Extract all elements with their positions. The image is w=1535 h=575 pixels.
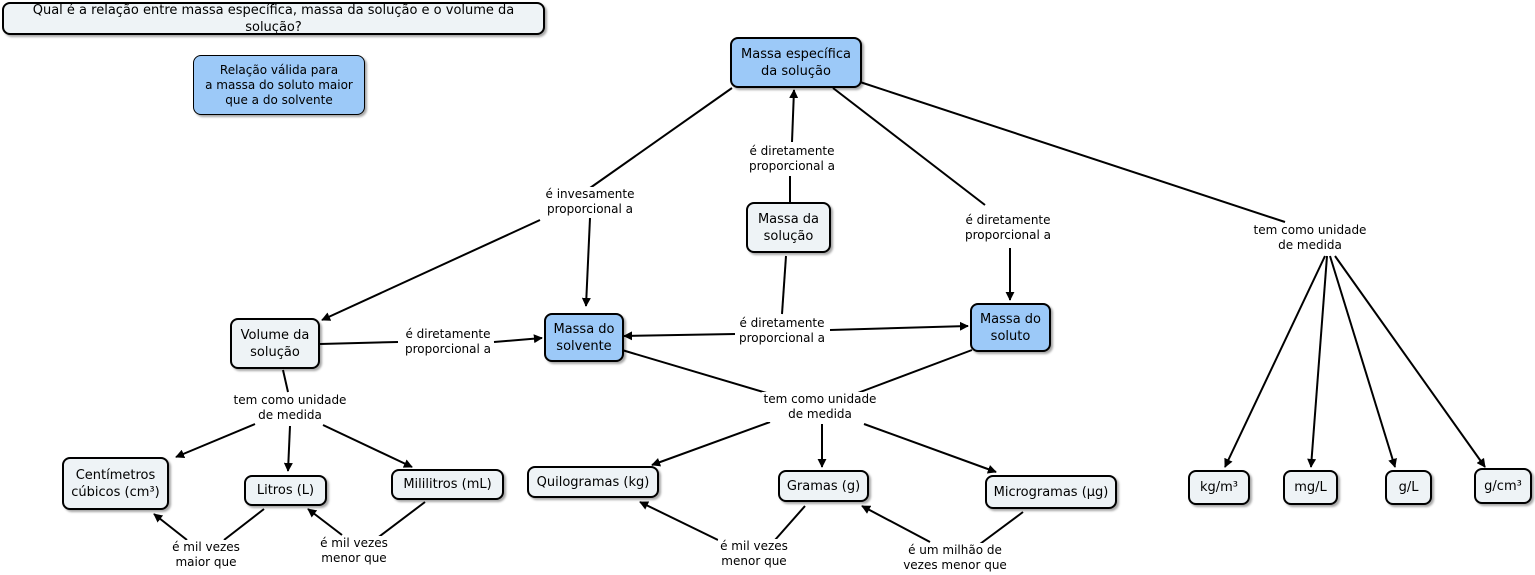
link-label-diretamente-massa-solucao: é diretamente proporcional a <box>747 144 837 174</box>
link-label-diretamente-solvente-soluto: é diretamente proporcional a <box>737 316 827 346</box>
link-line <box>223 508 265 541</box>
link-arrow <box>651 421 771 467</box>
link-line <box>621 349 771 395</box>
node-kg-m3[interactable]: kg/m³ <box>1188 470 1250 505</box>
node-label: Massa da solução <box>757 211 820 244</box>
link-arrow <box>1307 255 1328 468</box>
link-line <box>371 501 426 543</box>
link-line <box>979 511 1024 545</box>
link-arrow <box>493 334 543 344</box>
link-line <box>282 369 289 393</box>
question-box: Qual é a relação entre massa específica,… <box>2 2 545 35</box>
link-label-unidade-massa: tem como unidade de medida <box>761 392 879 422</box>
node-gramas[interactable]: Gramas (g) <box>778 470 869 502</box>
node-massa-solucao[interactable]: Massa da solução <box>746 202 831 253</box>
node-label: g/L <box>1398 480 1419 495</box>
link-arrow <box>283 425 293 472</box>
node-label: Gramas (g) <box>786 478 861 494</box>
node-label: kg/m³ <box>1199 480 1239 495</box>
link-label-mil-vezes-maior: é mil vezes maior que <box>170 540 242 570</box>
link-arrow <box>581 217 591 307</box>
link-line <box>319 341 399 345</box>
node-quilogramas[interactable]: Quilogramas (kg) <box>527 466 659 498</box>
note-box: Relação válida para a massa do soluto ma… <box>193 55 365 115</box>
link-arrow <box>321 219 541 321</box>
link-arrow <box>639 501 719 541</box>
link-label-mil-vezes-menor-ml: é mil vezes menor que <box>318 536 390 566</box>
node-volume-solucao[interactable]: Volume da solução <box>230 318 320 369</box>
question-text: Qual é a relação entre massa específica,… <box>32 2 515 35</box>
link-line <box>859 81 1286 223</box>
link-arrow <box>789 89 799 143</box>
node-mg-l[interactable]: mg/L <box>1283 470 1338 505</box>
link-label-unidade-massa-especifica: tem como unidade de medida <box>1251 223 1369 253</box>
node-massa-especifica[interactable]: Massa específica da solução <box>730 37 862 88</box>
link-label-unidade-volume: tem como unidade de medida <box>231 393 349 423</box>
link-line <box>774 505 806 541</box>
node-label: Massa do soluto <box>979 311 1042 344</box>
link-arrow <box>829 321 969 331</box>
node-massa-soluto[interactable]: Massa do soluto <box>970 303 1051 352</box>
link-line <box>781 255 787 315</box>
node-label: Centímetros cúbicos (cm³) <box>71 467 160 500</box>
node-label: Microgramas (μg) <box>993 484 1109 500</box>
link-arrow <box>153 513 188 541</box>
note-text: Relação válida para a massa do soluto ma… <box>205 62 353 107</box>
node-microgramas[interactable]: Microgramas (μg) <box>985 475 1117 509</box>
link-arrow <box>1329 255 1397 468</box>
node-label: Litros (L) <box>256 483 315 498</box>
node-label: Quilogramas (kg) <box>536 474 650 490</box>
link-arrow <box>322 424 413 468</box>
node-g-l[interactable]: g/L <box>1385 470 1432 505</box>
node-label: Volume da solução <box>240 327 310 360</box>
link-arrow <box>307 508 343 536</box>
link-line <box>832 87 986 206</box>
link-label-milhao-vezes-menor: é um milhão de vezes menor que <box>901 543 1009 573</box>
link-line <box>854 349 973 395</box>
link-line <box>589 87 733 189</box>
link-arrow <box>1224 255 1326 468</box>
link-arrow <box>1334 255 1486 468</box>
node-label: mg/L <box>1294 480 1327 495</box>
link-label-mil-vezes-menor-g: é mil vezes menor que <box>718 539 790 569</box>
link-arrow <box>175 423 256 459</box>
node-label: Mililitros (mL) <box>403 477 492 492</box>
node-label: Massa específica da solução <box>741 46 851 79</box>
link-arrow <box>861 505 931 543</box>
node-massa-solvente[interactable]: Massa do solvente <box>544 313 624 362</box>
link-arrow <box>623 331 736 341</box>
link-label-diretamente-volume: é diretamente proporcional a <box>403 327 493 357</box>
node-litros[interactable]: Litros (L) <box>244 475 327 506</box>
node-label: g/cm³ <box>1484 478 1522 494</box>
node-centimetros-cubicos[interactable]: Centímetros cúbicos (cm³) <box>62 457 169 510</box>
link-label-diretamente-soluto: é diretamente proporcional a <box>963 213 1053 243</box>
link-label-inversamente: é invesamente proporcional a <box>543 187 637 217</box>
link-arrow <box>863 423 997 474</box>
node-mililitros[interactable]: Mililitros (mL) <box>391 469 504 500</box>
node-g-cm3[interactable]: g/cm³ <box>1474 468 1532 504</box>
node-label: Massa do solvente <box>553 321 615 354</box>
